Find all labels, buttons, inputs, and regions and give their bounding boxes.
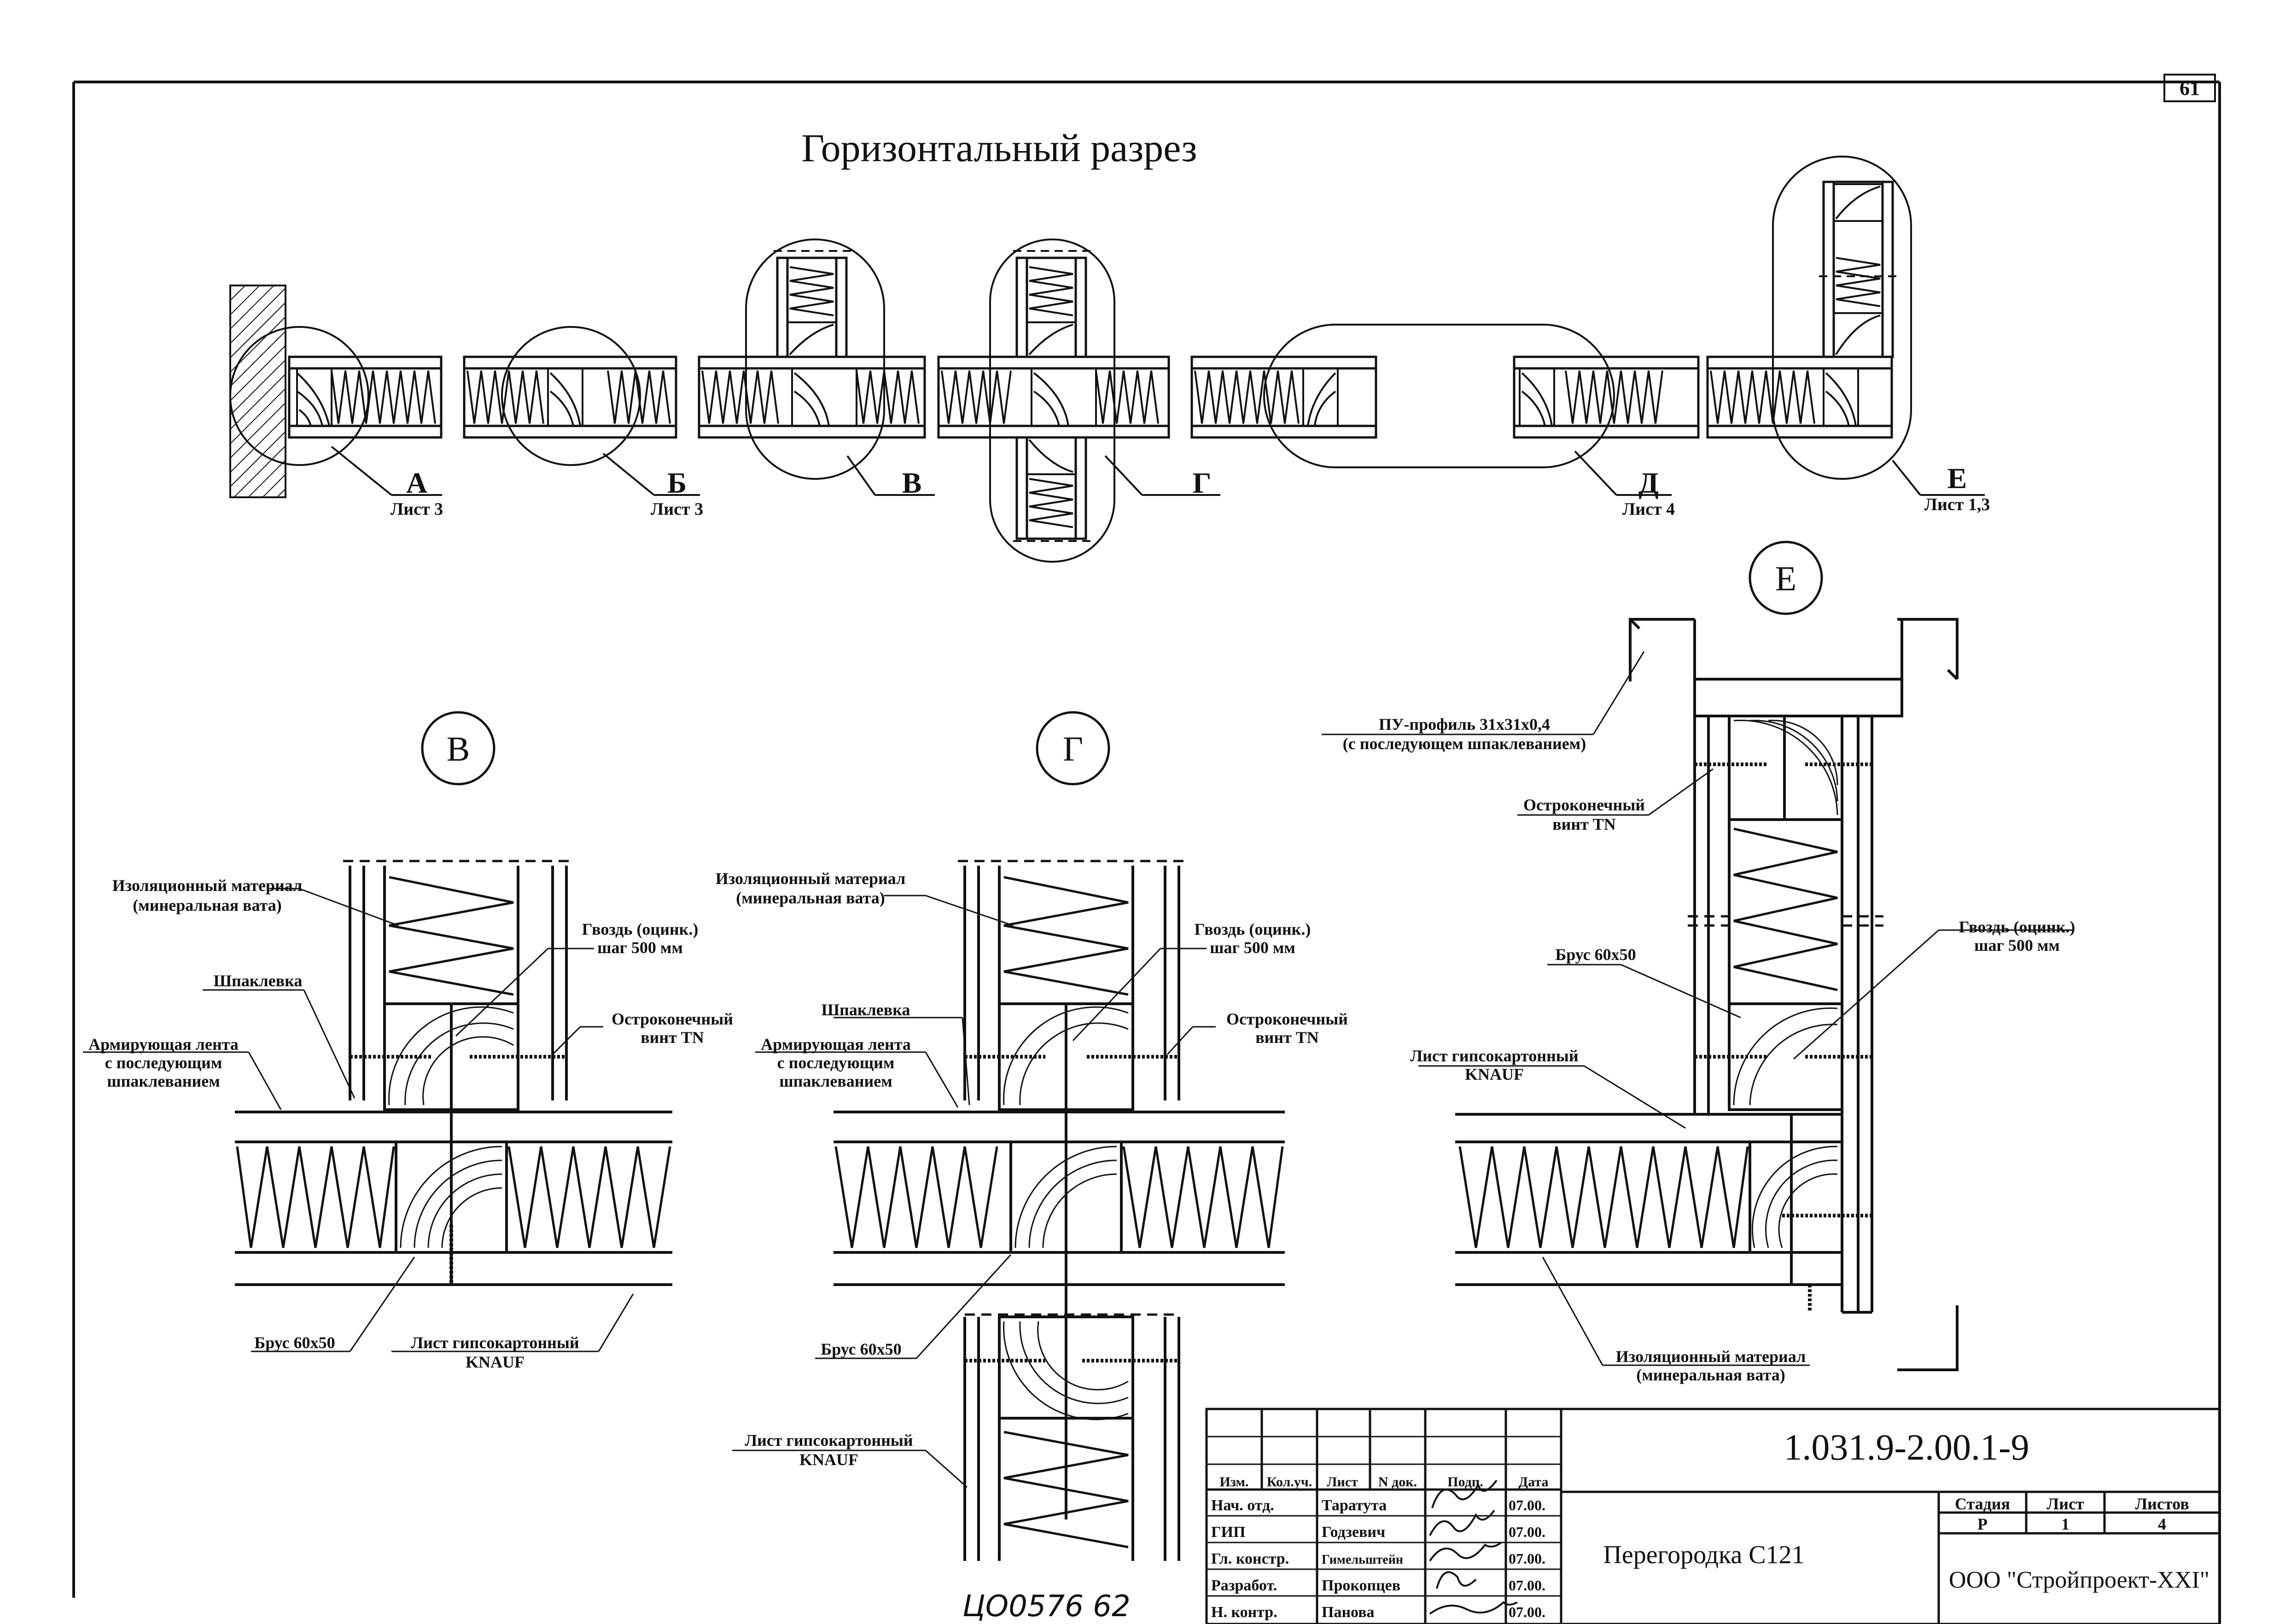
hdr-list: Лист bbox=[1327, 1474, 1358, 1490]
name-0: Таратута bbox=[1322, 1497, 1387, 1514]
detail-g-marker: Г bbox=[1063, 730, 1083, 768]
name-1: Годзевич bbox=[1322, 1524, 1385, 1541]
sheet-value: 1 bbox=[2061, 1515, 2069, 1533]
sheet-number: 61 bbox=[2180, 77, 2200, 99]
marker-a-sheet: Лист 3 bbox=[391, 500, 443, 519]
marker-a: А bbox=[406, 466, 427, 499]
v-nail-1: Гвоздь (оцинк.) bbox=[582, 920, 699, 938]
hdr-data: Дата bbox=[1519, 1474, 1549, 1490]
stage-header: Стадия bbox=[1955, 1495, 2010, 1513]
detail-v-marker: В bbox=[447, 730, 470, 768]
role-0: Нач. отд. bbox=[1211, 1497, 1274, 1514]
date-3: 07.00. bbox=[1509, 1577, 1545, 1594]
v-screw-2: винт TN bbox=[641, 1028, 704, 1047]
e-insulation-2: (минеральная вата) bbox=[1636, 1366, 1785, 1384]
g-board-2: KNAUF bbox=[799, 1450, 858, 1469]
marker-b: Б bbox=[667, 466, 687, 499]
v-board-1: Лист гипсокартонный bbox=[411, 1333, 579, 1352]
e-profile-2: (с последующем шпаклеванием) bbox=[1343, 734, 1586, 753]
sheets-value: 4 bbox=[2158, 1515, 2166, 1533]
marker-d-sheet: Лист 4 bbox=[1622, 500, 1675, 519]
sheets-header: Листов bbox=[2135, 1495, 2189, 1513]
v-tape-2: с последующим bbox=[105, 1054, 222, 1072]
marker-e-sheet: Лист 1,3 bbox=[1924, 495, 1990, 514]
e-insulation-1: Изоляционный материал bbox=[1616, 1347, 1806, 1366]
e-screw-2: винт TN bbox=[1552, 815, 1616, 833]
overview-plan bbox=[229, 156, 1985, 563]
hdr-ndok: N док. bbox=[1378, 1474, 1417, 1490]
name-2: Гимельштейн bbox=[1322, 1553, 1403, 1567]
g-screw-1: Остроконечный bbox=[1226, 1010, 1348, 1028]
g-insulation-1: Изоляционный материал bbox=[716, 869, 906, 888]
title-block-text: 1.031.9-2.00.1-9 Изм. Кол.уч. Лист N док… bbox=[1211, 1427, 2209, 1621]
v-tape-3: шпаклеванием bbox=[107, 1072, 220, 1090]
e-profile-1: ПУ-профиль 31х31х0,4 bbox=[1379, 715, 1550, 733]
page-title: Горизонтальный разрез bbox=[801, 126, 1197, 170]
g-putty: Шпаклевка bbox=[822, 1001, 910, 1019]
g-tape-1: Армирующая лента bbox=[761, 1035, 911, 1054]
g-beam: Брус 60х50 bbox=[821, 1340, 901, 1358]
role-4: Н. контр. bbox=[1211, 1604, 1277, 1621]
g-tape-3: шпаклеванием bbox=[779, 1072, 892, 1090]
e-screw-1: Остроконечный bbox=[1523, 796, 1645, 814]
e-board-1: Лист гипсокартонный bbox=[1410, 1047, 1578, 1065]
date-1: 07.00. bbox=[1509, 1524, 1545, 1540]
role-3: Разработ. bbox=[1211, 1577, 1277, 1594]
e-nail-2: шаг 500 мм bbox=[1974, 936, 2060, 955]
sheet-frame bbox=[72, 74, 2221, 1624]
detail-e: Е bbox=[1322, 541, 2075, 1384]
product-name: Перегородка С121 bbox=[1603, 1541, 1804, 1569]
signatures bbox=[1429, 1479, 1518, 1615]
v-nail-2: шаг 500 мм bbox=[597, 938, 683, 957]
date-0: 07.00. bbox=[1509, 1497, 1545, 1513]
g-insulation-2: (минеральная вата) bbox=[736, 889, 885, 907]
company-name: ООО "Стройпроект-XXI" bbox=[1949, 1567, 2209, 1593]
v-putty: Шпаклевка bbox=[214, 972, 303, 990]
date-4: 07.00. bbox=[1509, 1604, 1545, 1620]
v-screw-1: Остроконечный bbox=[612, 1010, 733, 1028]
v-insulation-2: (минеральная вата) bbox=[133, 896, 281, 914]
stage-value: Р bbox=[1977, 1515, 1988, 1533]
v-tape-1: Армирующая лента bbox=[88, 1035, 239, 1054]
g-nail-1: Гвоздь (оцинк.) bbox=[1195, 920, 1311, 938]
g-board-1: Лист гипсокартонный bbox=[745, 1431, 913, 1449]
marker-v: В bbox=[902, 466, 922, 499]
hdr-izm: Изм. bbox=[1220, 1474, 1249, 1490]
hdr-kol: Кол.уч. bbox=[1267, 1474, 1312, 1490]
marker-b-sheet: Лист 3 bbox=[651, 500, 703, 519]
date-2: 07.00. bbox=[1509, 1550, 1545, 1567]
v-insulation-1: Изоляционный материал bbox=[112, 876, 303, 895]
handwritten-note: ЦО0576 62 bbox=[962, 1589, 1131, 1624]
name-4: Панова bbox=[1322, 1604, 1375, 1621]
e-board-2: KNAUF bbox=[1465, 1065, 1524, 1083]
drawing-code: 1.031.9-2.00.1-9 bbox=[1784, 1427, 2029, 1468]
g-nail-2: шаг 500 мм bbox=[1210, 938, 1295, 957]
masonry-wall bbox=[229, 285, 286, 498]
detail-v: В bbox=[83, 711, 733, 1371]
marker-e: Е bbox=[1947, 462, 1967, 495]
detail-g: Г bbox=[716, 711, 1348, 1561]
v-board-2: KNAUF bbox=[466, 1353, 525, 1371]
name-3: Прокопцев bbox=[1322, 1577, 1400, 1594]
g-screw-2: винт TN bbox=[1255, 1028, 1319, 1047]
v-beam: Брус 60х50 bbox=[254, 1333, 335, 1352]
overview-markers: А Лист 3 Б Лист 3 В Г Д Лист 4 Е Лист 1,… bbox=[391, 462, 1990, 519]
title-block bbox=[1205, 1408, 2221, 1624]
role-2: Гл. констр. bbox=[1211, 1550, 1289, 1567]
detail-e-marker: Е bbox=[1775, 559, 1796, 598]
g-tape-2: с последующим bbox=[777, 1054, 895, 1072]
e-beam: Брус 60х50 bbox=[1555, 945, 1636, 964]
marker-d: Д bbox=[1638, 466, 1659, 499]
e-nail-1: Гвоздь (оцинк.) bbox=[1959, 918, 2075, 936]
sheet-header: Лист bbox=[2046, 1495, 2084, 1513]
marker-g: Г bbox=[1193, 466, 1212, 499]
role-1: ГИП bbox=[1211, 1524, 1246, 1541]
